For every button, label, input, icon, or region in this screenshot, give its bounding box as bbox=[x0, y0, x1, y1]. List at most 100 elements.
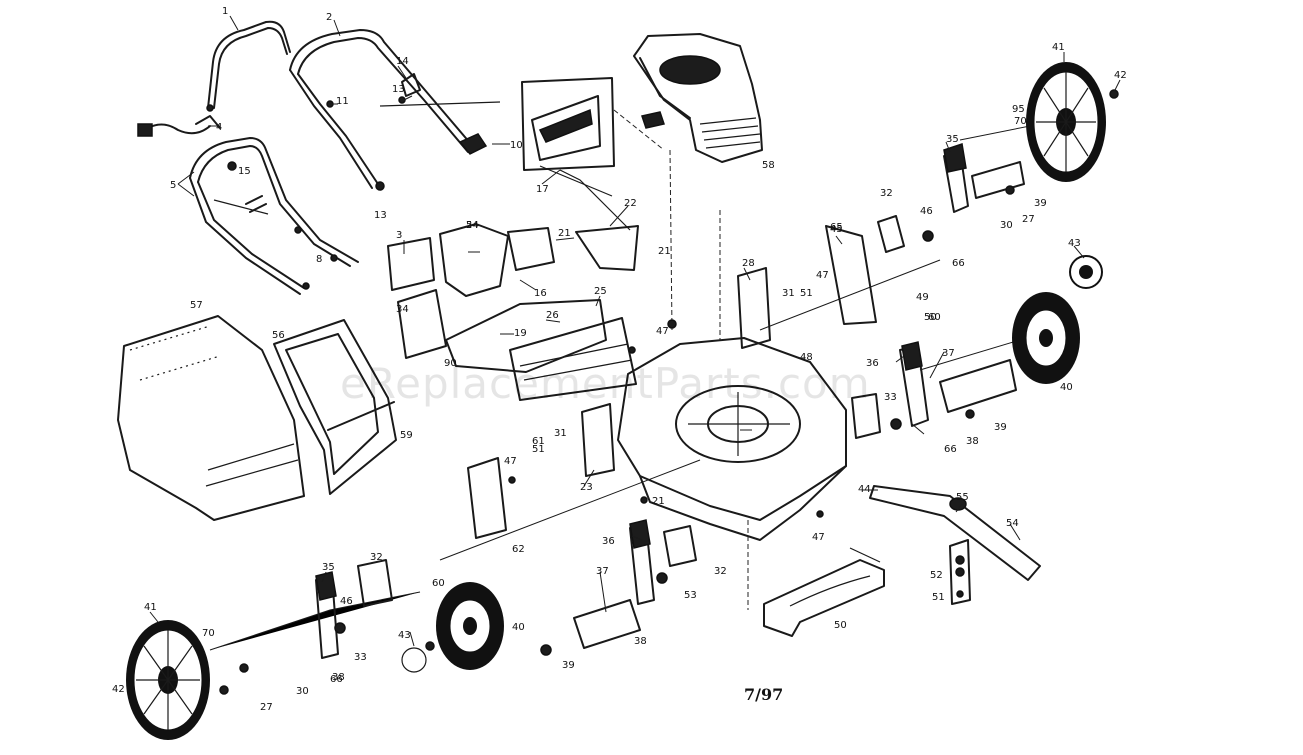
callout-31-a: 31 bbox=[782, 288, 795, 299]
baffle-50 bbox=[763, 547, 885, 637]
callout-54-blade: 54 bbox=[1006, 518, 1019, 529]
lever-grip-36-front bbox=[629, 519, 651, 549]
callout-37-right: 37 bbox=[942, 348, 955, 359]
washer-33-left bbox=[334, 622, 346, 634]
callout-13-upper: 13 bbox=[392, 84, 405, 95]
callout-46-left: 46 bbox=[340, 596, 353, 607]
callout-22: 22 bbox=[624, 198, 637, 209]
hubcap-43-front bbox=[401, 647, 427, 673]
washer-27-left bbox=[239, 663, 249, 673]
upper-handle-part-2 bbox=[289, 29, 501, 189]
callout-35-right: 35 bbox=[946, 134, 959, 145]
callout-39-right: 39 bbox=[1034, 198, 1047, 209]
nut-a bbox=[294, 226, 302, 234]
callout-44: 44 bbox=[858, 484, 871, 495]
bolt-38-mid bbox=[965, 409, 975, 419]
callout-62: 62 bbox=[512, 544, 525, 555]
wheel-41-rear-right bbox=[1026, 62, 1106, 182]
nut-d bbox=[375, 181, 385, 191]
rear-axle-line bbox=[759, 259, 941, 331]
callout-42-right: 42 bbox=[1114, 70, 1127, 81]
nut-c bbox=[330, 254, 338, 262]
callout-33-left: 33 bbox=[354, 652, 367, 663]
callout-47-d: 47 bbox=[812, 532, 825, 543]
callout-39-front: 39 bbox=[562, 660, 575, 671]
bolt-21-deck bbox=[640, 496, 648, 504]
plate-32-left bbox=[357, 559, 393, 607]
callout-8: 8 bbox=[316, 254, 322, 265]
callout-59: 59 bbox=[400, 430, 413, 441]
callout-27-left: 27 bbox=[260, 702, 273, 713]
callout-23: 23 bbox=[580, 482, 593, 493]
callout-21-b: 21 bbox=[658, 246, 671, 257]
callout-37-front: 37 bbox=[596, 566, 609, 577]
blade-54 bbox=[869, 485, 1041, 605]
callout-19: 19 bbox=[514, 328, 527, 339]
callout-33-mid: 33 bbox=[884, 392, 897, 403]
left-bracket-62 bbox=[467, 457, 507, 539]
handle-bracket bbox=[458, 133, 488, 155]
callout-90: 90 bbox=[444, 358, 457, 369]
switch-box bbox=[137, 123, 153, 137]
callout-15: 15 bbox=[238, 166, 251, 177]
lever-grip-35 bbox=[943, 143, 967, 173]
callout-70-right: 70 bbox=[1014, 116, 1027, 127]
right-bracket-65 bbox=[825, 225, 877, 325]
callout-5: 5 bbox=[170, 180, 176, 191]
mid-right-axle-line bbox=[919, 339, 1021, 371]
callout-40-right: 40 bbox=[1060, 382, 1073, 393]
callout-43-right: 43 bbox=[1068, 238, 1081, 249]
grass-bag-57 bbox=[117, 315, 305, 521]
callout-51-a: 51 bbox=[800, 288, 813, 299]
engine-58 bbox=[633, 33, 763, 163]
callout-27-right: 27 bbox=[1022, 214, 1035, 225]
callout-43-front: 43 bbox=[398, 630, 411, 641]
dash-link-deck bbox=[669, 149, 673, 331]
callout-10: 10 bbox=[510, 140, 523, 151]
callout-38-front: 38 bbox=[634, 636, 647, 647]
callout-30-right: 30 bbox=[1000, 220, 1013, 231]
callout-11: 11 bbox=[336, 96, 349, 107]
axle-sleeve-37-right bbox=[939, 359, 1017, 413]
callout-55: 55 bbox=[956, 492, 969, 503]
callout-38-left: 38 bbox=[332, 672, 345, 683]
wheel-40-front bbox=[436, 582, 504, 670]
callout-50-baffle: 50 bbox=[834, 620, 847, 631]
callout-60-right: 60 bbox=[928, 312, 941, 323]
callout-40-front: 40 bbox=[512, 622, 525, 633]
callout-3: 3 bbox=[396, 230, 402, 241]
cable-clip bbox=[195, 115, 221, 129]
callout-21-c: 21 bbox=[652, 496, 665, 507]
watermark: eReplacementParts.com bbox=[340, 359, 871, 408]
callout-47-b: 47 bbox=[656, 326, 669, 337]
callout-26: 26 bbox=[546, 310, 559, 321]
callout-13-lower: 13 bbox=[374, 210, 387, 221]
callout-70-left: 70 bbox=[202, 628, 215, 639]
lever-grip-36-right bbox=[901, 341, 923, 371]
bolt-39-front bbox=[540, 644, 552, 656]
bolt-47-left bbox=[508, 476, 516, 484]
callout-32-front: 32 bbox=[714, 566, 727, 577]
callout-38-mid: 38 bbox=[966, 436, 979, 447]
callout-14: 14 bbox=[396, 56, 409, 67]
lower-handle-part-5 bbox=[189, 137, 359, 295]
callout-66-left: 66 bbox=[330, 674, 343, 685]
callout-41-left: 41 bbox=[144, 602, 157, 613]
plate-32-mid bbox=[851, 393, 881, 439]
callout-51-c: 51 bbox=[932, 592, 945, 603]
callout-34: 34 bbox=[396, 304, 409, 315]
callout-35-left: 35 bbox=[322, 562, 335, 573]
washer-39-right bbox=[922, 230, 934, 242]
callout-25: 25 bbox=[594, 286, 607, 297]
callout-17: 17 bbox=[536, 184, 549, 195]
nut-42-front bbox=[425, 641, 435, 651]
axle-sleeve-right-top bbox=[971, 161, 1025, 199]
callout-1: 1 bbox=[222, 6, 228, 17]
bolt-21-center bbox=[628, 346, 636, 354]
callout-52: 52 bbox=[930, 570, 943, 581]
callout-48: 48 bbox=[800, 352, 813, 363]
mower-deck bbox=[617, 337, 847, 541]
callout-66-mid: 66 bbox=[944, 444, 957, 455]
front-axle-line bbox=[439, 459, 701, 561]
